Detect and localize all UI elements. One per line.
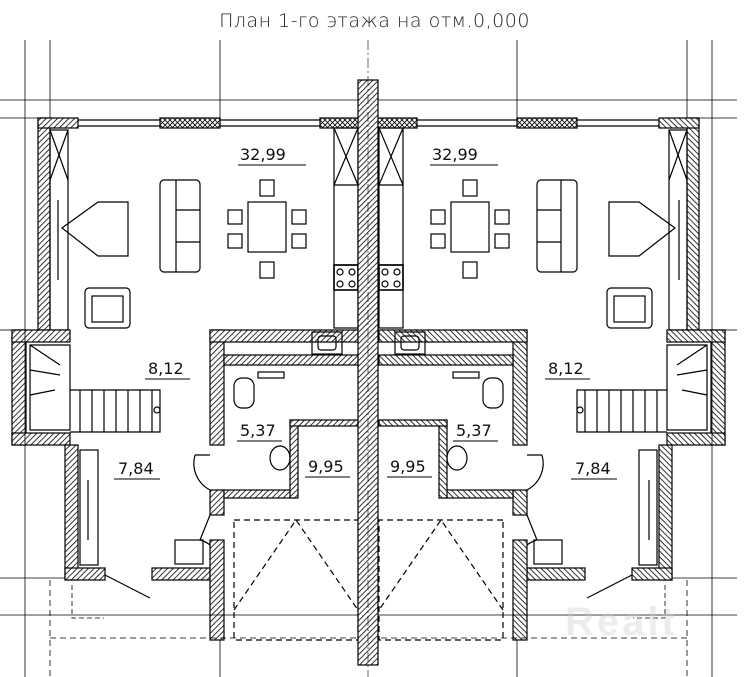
area-left-room: 7,84 — [118, 459, 154, 478]
area-right-bath: 5,37 — [456, 421, 492, 440]
area-right-room: 7,84 — [575, 459, 611, 478]
area-right-hall: 8,12 — [548, 359, 584, 378]
area-left-living: 32,99 — [240, 145, 286, 164]
watermark: Realt — [565, 600, 678, 644]
plan-title: План 1-го этажа на отм.0,000 — [219, 10, 530, 32]
room-labels: 32,99 32,99 8,12 8,12 5,37 5,37 9,95 9,9… — [114, 145, 617, 480]
area-left-hall: 8,12 — [148, 359, 184, 378]
left-unit — [0, 39, 369, 677]
area-left-garage: 9,95 — [308, 457, 344, 476]
area-left-bath: 5,37 — [240, 421, 276, 440]
area-right-garage: 9,95 — [390, 457, 426, 476]
area-right-living: 32,99 — [432, 145, 478, 164]
